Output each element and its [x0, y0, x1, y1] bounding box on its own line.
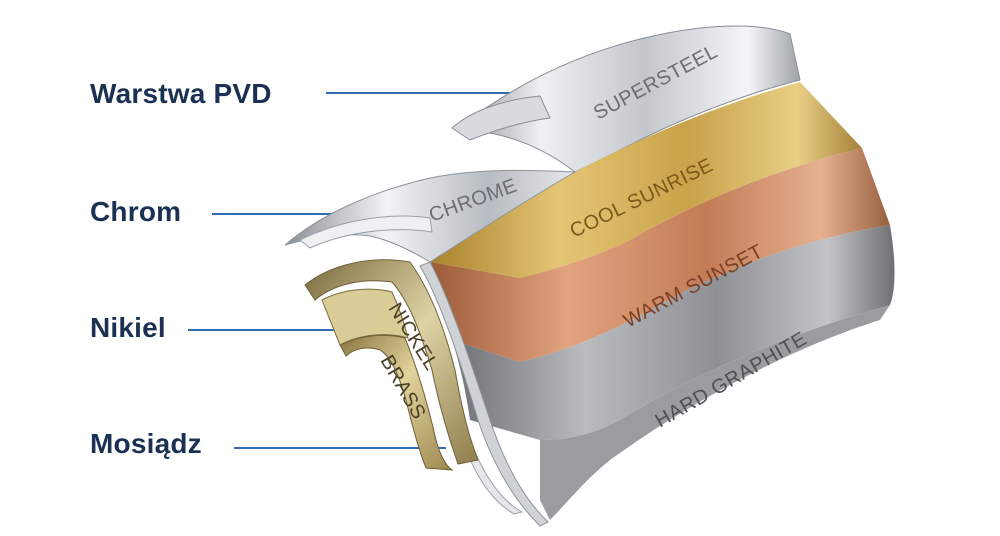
leader-line-brass	[234, 447, 446, 449]
graphite-front-face	[540, 305, 890, 520]
cool-sunrise-band	[430, 82, 862, 278]
engraved-cool-sunrise: COOL SUNRISE	[567, 154, 717, 242]
engraved-brass: BRASS	[376, 352, 430, 424]
chrome-inner-edge	[299, 215, 433, 249]
engraved-nickel: NICKEL	[384, 299, 443, 374]
brass-inner	[321, 288, 409, 346]
engraved-warm-sunset: WARM SUNSET	[620, 240, 767, 332]
label-chrome: Chrom	[90, 196, 182, 227]
pvd-shell-top	[453, 25, 801, 173]
engraved-hard-graphite: HARD GRAPHITE	[652, 328, 811, 433]
chrome-cutaway-curve	[401, 267, 524, 515]
nickel-layer	[304, 259, 479, 465]
warm-sunset-band	[430, 148, 890, 362]
chrome-shell	[284, 169, 577, 263]
steel-cutaway-curve	[419, 261, 549, 527]
brass-core	[339, 334, 454, 471]
leader-line-nickel	[188, 329, 392, 331]
leader-line-chrome	[212, 213, 392, 215]
engraved-chrome: CHROME	[426, 175, 520, 227]
label-nickel: Nikiel	[90, 312, 166, 343]
label-pvd-layer: Warstwa PVD	[90, 78, 272, 109]
label-brass: Mosiądz	[90, 428, 202, 459]
leader-line-pvd	[326, 92, 538, 94]
pvd-shell-edge	[451, 95, 551, 141]
hard-graphite-band	[452, 225, 895, 440]
engraved-superhsteel: SUPERSTEEL	[590, 41, 722, 125]
